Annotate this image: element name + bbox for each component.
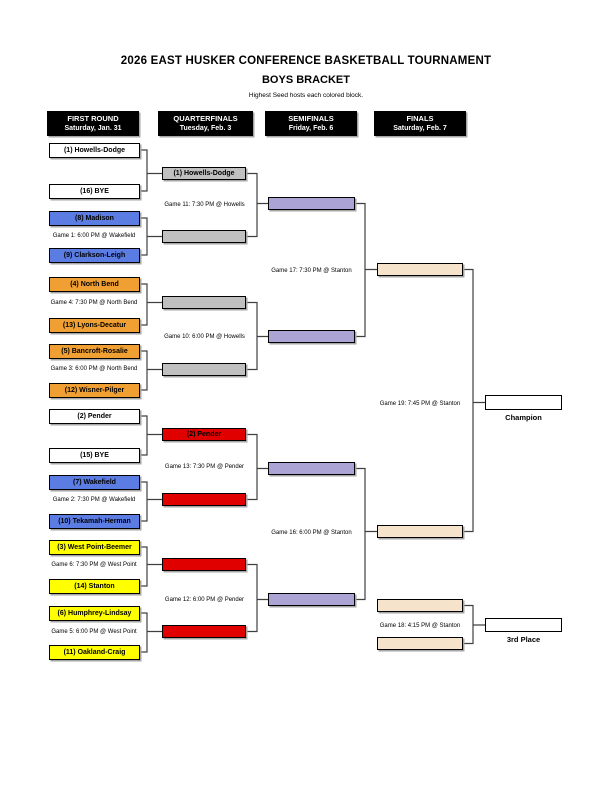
game-2-label: Game 2: 7:30 PM @ Wakefield — [52, 497, 136, 503]
team-box-wakefield: (7) Wakefield — [49, 475, 140, 490]
third-place-slot-2 — [377, 637, 463, 650]
game-17-label: Game 17: 7:30 PM @ Stanton — [271, 268, 352, 274]
hosting-note: Highest Seed hosts each colored block. — [248, 92, 364, 99]
game-3-label: Game 3: 6:00 PM @ North Bend — [50, 366, 138, 372]
final-slot-1 — [377, 263, 463, 276]
final-slot-2 — [377, 525, 463, 538]
game-6-label: Game 6: 7:30 PM @ West Point — [51, 562, 137, 568]
champion-label: Champion — [505, 413, 542, 422]
game-12-label: Game 12: 6:00 PM @ Pender — [164, 597, 245, 603]
round-title: SEMIFINALS — [288, 114, 334, 124]
team-box-north-bend: (4) North Bend — [49, 277, 140, 292]
team-box-clarkson-leigh: (9) Clarkson-Leigh — [49, 248, 140, 263]
qf-slot-4 — [162, 363, 246, 376]
game-11-label: Game 11: 7:30 PM @ Howells — [164, 202, 245, 208]
sf-slot-3 — [268, 462, 355, 475]
team-box-madison: (8) Madison — [49, 211, 140, 226]
round-title: FIRST ROUND — [67, 114, 119, 124]
third-place-slot-1 — [377, 599, 463, 612]
round-date: Friday, Feb. 6 — [288, 124, 334, 132]
qf-slot-1: (1) Howells-Dodge — [162, 167, 246, 180]
game-1-label: Game 1: 6:00 PM @ Wakefield — [52, 233, 136, 239]
round-header-semifinals: SEMIFINALS Friday, Feb. 6 — [265, 111, 357, 136]
team-box-stanton: (14) Stanton — [49, 579, 140, 594]
game-18-label: Game 18: 4:15 PM @ Stanton — [379, 623, 461, 629]
sf-slot-1 — [268, 197, 355, 210]
game-5-label: Game 5: 6:00 PM @ West Point — [51, 629, 137, 635]
round-title: QUARTERFINALS — [173, 114, 238, 124]
round-date: Tuesday, Feb. 3 — [179, 124, 232, 132]
team-box-bye-15: (15) BYE — [49, 448, 140, 463]
round-title: FINALS — [406, 114, 434, 124]
third-place-label: 3rd Place — [506, 635, 541, 644]
team-box-pender: (2) Pender — [49, 409, 140, 424]
team-box-oakland-craig: (11) Oakland-Craig — [49, 645, 140, 660]
sf-slot-4 — [268, 593, 355, 606]
page-title: 2026 EAST HUSKER CONFERENCE BASKETBALL T… — [120, 55, 492, 67]
team-box-bye-16: (16) BYE — [49, 184, 140, 199]
round-header-quarterfinals: QUARTERFINALS Tuesday, Feb. 3 — [158, 111, 253, 136]
game-4-label: Game 4: 7:30 PM @ North Bend — [50, 300, 138, 306]
game-10-label: Game 10: 6:00 PM @ Howells — [164, 334, 245, 340]
qf-slot-2 — [162, 230, 246, 243]
round-header-first-round: FIRST ROUND Saturday, Jan. 31 — [47, 111, 139, 136]
game-13-label: Game 13: 7:30 PM @ Pender — [164, 464, 245, 470]
champion-box — [485, 395, 562, 410]
team-box-howells-dodge: (1) Howells-Dodge — [49, 143, 140, 158]
qf-slot-6 — [162, 493, 246, 506]
game-16-label: Game 16: 6:00 PM @ Stanton — [271, 530, 352, 536]
round-header-finals: FINALS Saturday, Feb. 7 — [374, 111, 466, 136]
bracket-subtitle: BOYS BRACKET — [261, 74, 350, 86]
team-box-bancroft-rosalie: (5) Bancroft-Rosalie — [49, 344, 140, 359]
bracket-lines — [140, 149, 485, 653]
sf-slot-2 — [268, 330, 355, 343]
qf-slot-7 — [162, 558, 246, 571]
team-box-lyons-decatur: (13) Lyons-Decatur — [49, 318, 140, 333]
third-place-box — [485, 618, 562, 632]
team-box-wisner-pilger: (12) Wisner-Pilger — [49, 383, 140, 398]
qf-slot-5: (2) Pender — [162, 428, 246, 441]
qf-slot-8 — [162, 625, 246, 638]
qf-slot-3 — [162, 296, 246, 309]
round-date: Saturday, Jan. 31 — [64, 124, 122, 132]
round-date: Saturday, Feb. 7 — [393, 124, 447, 132]
game-19-label: Game 19: 7:45 PM @ Stanton — [379, 401, 461, 407]
team-box-west-point-beemer: (3) West Point-Beemer — [49, 540, 140, 555]
team-box-tekamah-herman: (10) Tekamah-Herman — [49, 514, 140, 529]
team-box-humphrey-lindsay: (6) Humphrey-Lindsay — [49, 606, 140, 621]
